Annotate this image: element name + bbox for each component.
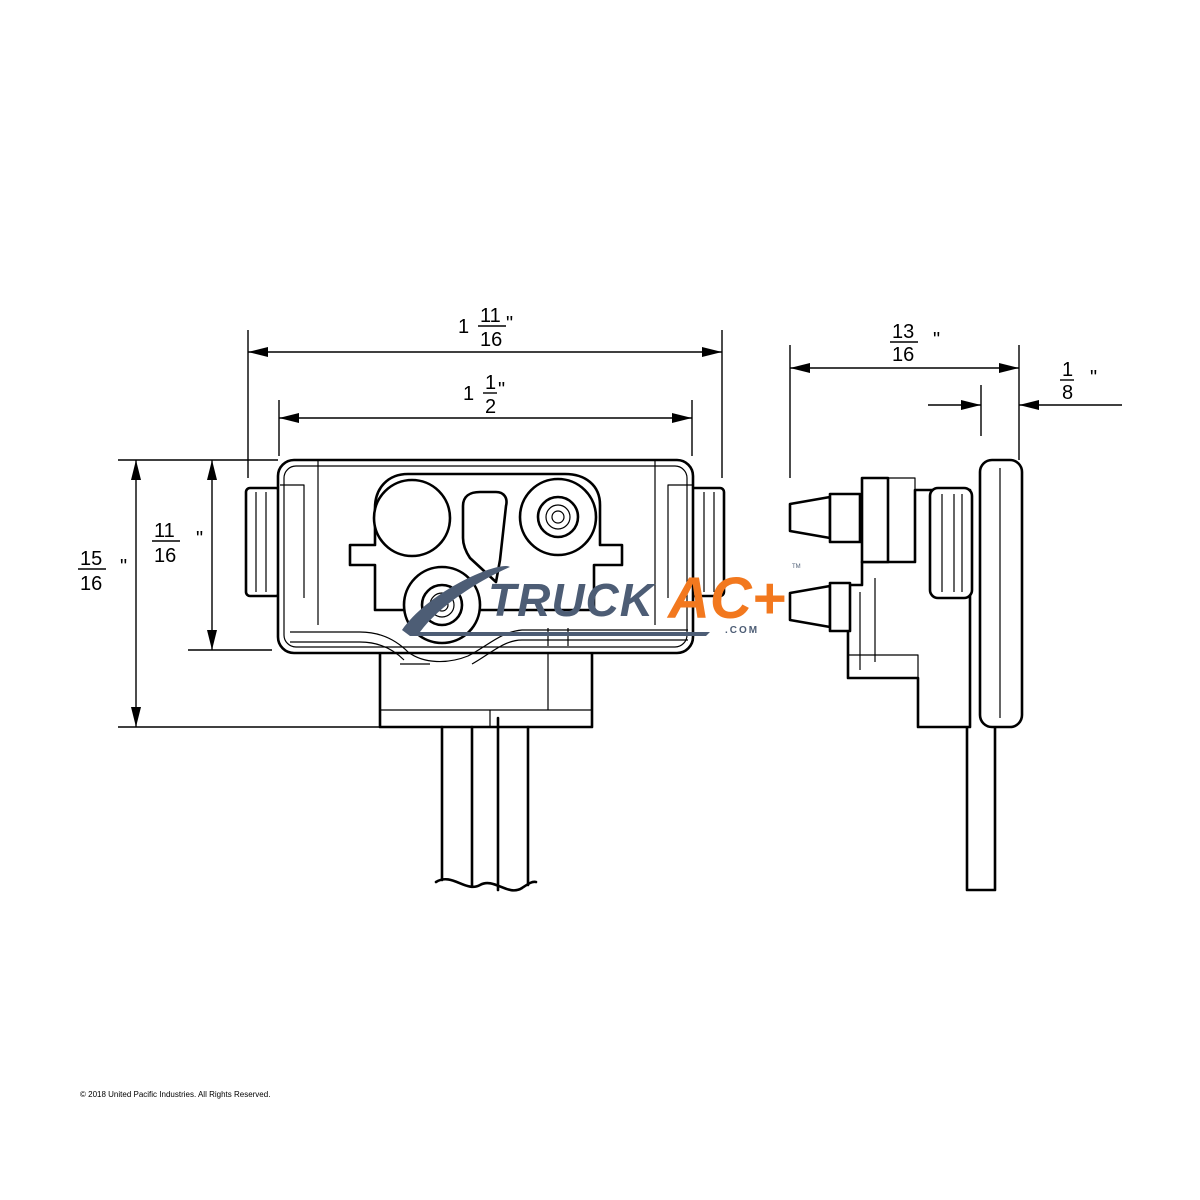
copyright-notice: © 2018 United Pacific Industries. All Ri… <box>80 1090 271 1099</box>
dim-denominator: 8 <box>1062 382 1073 404</box>
dim-unit: " <box>196 528 203 550</box>
dim-numerator: 1 <box>1062 359 1073 381</box>
dim-label-overall-width: 1 11 16 " <box>458 305 513 351</box>
left-mounting-lug <box>244 486 282 598</box>
dim-unit: " <box>1090 367 1097 389</box>
terminal-blank <box>372 478 452 558</box>
dim-denominator: 16 <box>154 545 176 567</box>
dim-numerator: 11 <box>480 305 501 327</box>
dim-denominator: 16 <box>80 573 102 595</box>
wire-leads <box>434 716 538 892</box>
dim-numerator: 1 <box>485 372 496 394</box>
dim-label-body-height: 11 16 " <box>152 520 203 567</box>
side-wire <box>965 725 997 892</box>
dimension-lines <box>118 330 1122 728</box>
dim-denominator: 2 <box>485 396 496 418</box>
watermark-word-ac: AC+ <box>666 566 786 631</box>
watermark-word-truck: TRUCK <box>488 574 656 626</box>
dim-numerator: 15 <box>80 548 102 570</box>
watermark-suffix: .COM <box>725 625 759 636</box>
dim-denominator: 16 <box>892 344 914 366</box>
front-view <box>244 458 726 892</box>
terminal-key <box>461 490 508 584</box>
dim-label-overall-height: 15 16 " <box>78 548 127 595</box>
watermark-trademark: TM <box>792 564 801 570</box>
dim-unit: " <box>506 313 513 335</box>
dim-unit: " <box>120 556 127 578</box>
barb-fitting-upper <box>788 492 862 544</box>
dim-numerator: 11 <box>154 520 175 542</box>
dim-denominator: 16 <box>480 329 502 351</box>
dim-unit: " <box>933 329 940 351</box>
dim-unit: " <box>498 379 505 401</box>
side-view <box>788 458 1024 892</box>
terminal-right <box>518 477 598 557</box>
lower-housing <box>378 648 594 729</box>
dim-whole: 1 <box>463 383 474 405</box>
dim-label-body-width: 1 1 2 " <box>463 372 505 418</box>
dim-label-side-depth: 13 16 " <box>890 321 940 366</box>
terminals <box>372 477 598 645</box>
dim-label-flange-thickness: 1 8 " <box>1060 359 1097 404</box>
truckac-watermark: TRUCK AC+ .COM TM <box>402 564 801 636</box>
dim-whole: 1 <box>458 316 469 338</box>
side-flange <box>978 458 1024 729</box>
barb-fitting-lower <box>788 581 852 633</box>
side-housing <box>846 476 974 729</box>
dim-numerator: 13 <box>892 321 914 343</box>
